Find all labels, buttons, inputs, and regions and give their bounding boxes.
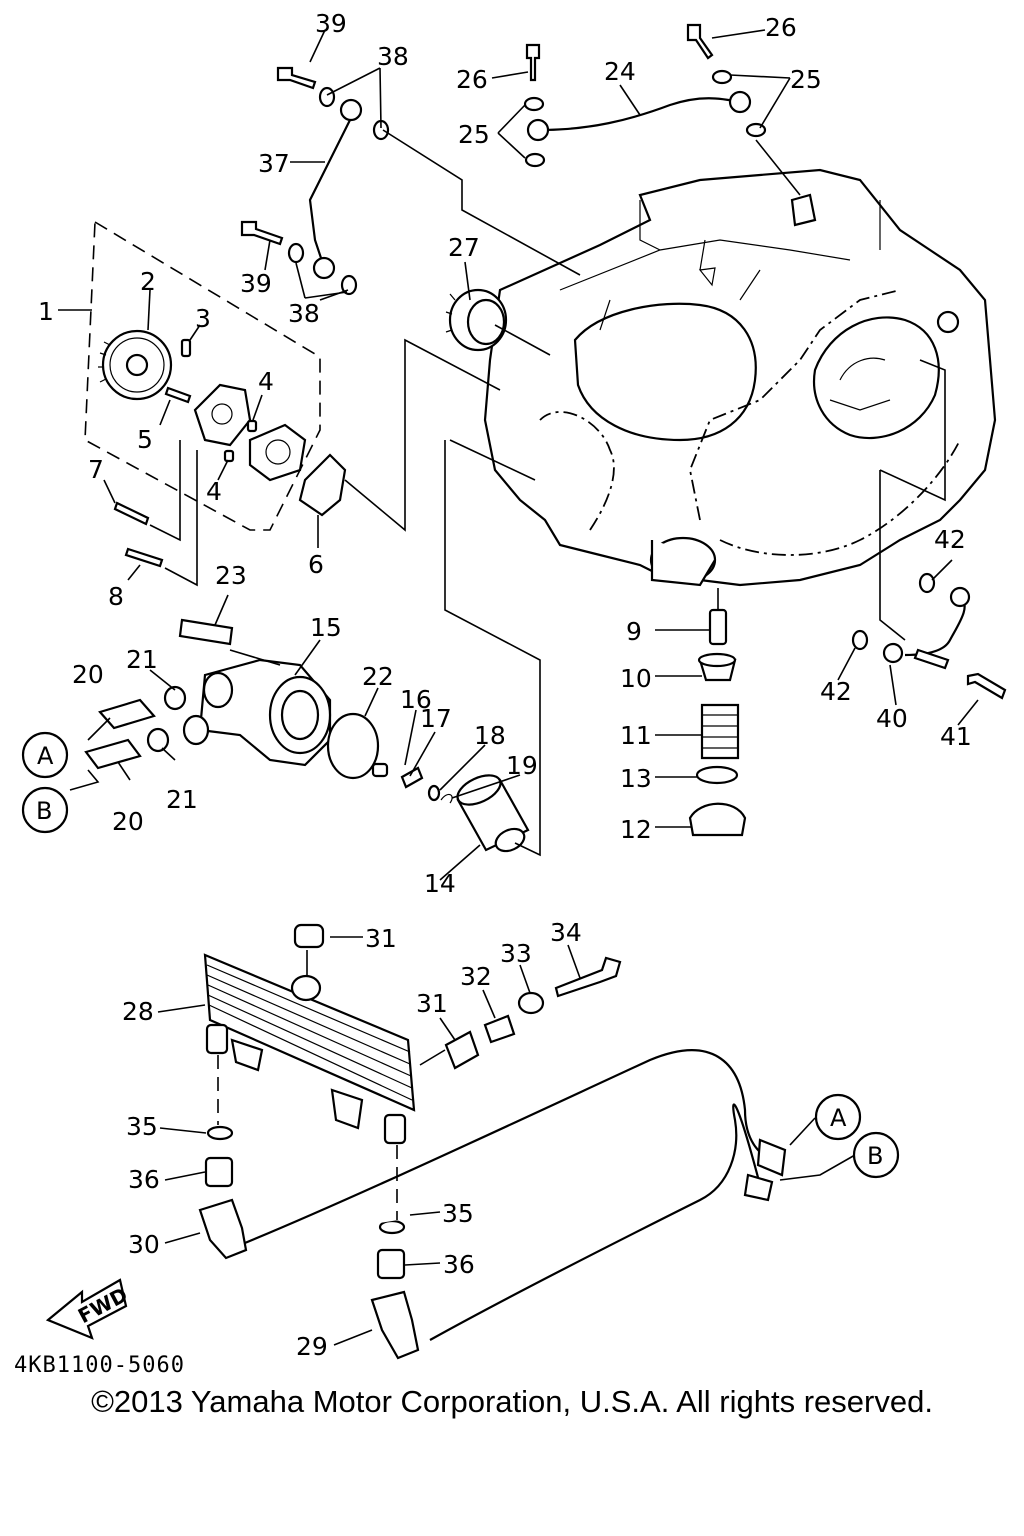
forward-arrow-icon: FWD: [45, 1278, 131, 1340]
reference-lines: [149, 129, 946, 1220]
delivery-pipe-37-drawing: [308, 98, 363, 280]
callout-21-upper: 21: [126, 645, 158, 674]
oil-pump-assembly: [84, 220, 321, 531]
callout-35-right: 35: [442, 1199, 474, 1228]
callout-16: 16: [400, 685, 432, 714]
callout-31-lower: 31: [416, 989, 448, 1018]
connector-a-bottom: A: [830, 1104, 847, 1132]
callout-25-right: 25: [790, 65, 822, 94]
callout-labels: 1 2 3 4 4 5 6 7 8 9 10 11 12 13 14 15 16…: [38, 9, 972, 1361]
callout-6: 6: [308, 550, 324, 579]
oil-cooler-drawing: [203, 923, 622, 1145]
crankcase-drawing: [483, 168, 997, 587]
callout-13: 13: [620, 764, 652, 793]
connector-a-top: A: [37, 742, 54, 770]
callout-28: 28: [122, 997, 154, 1026]
callout-42-lower: 42: [820, 677, 852, 706]
callout-36-left: 36: [128, 1165, 160, 1194]
copyright-notice: ©2013 Yamaha Motor Corporation, U.S.A. A…: [91, 1384, 933, 1419]
callout-24: 24: [604, 57, 636, 86]
callout-22: 22: [362, 662, 394, 691]
diagram-code: 4KB1100-5060: [14, 1353, 185, 1378]
callout-9: 9: [626, 617, 642, 646]
callout-18: 18: [474, 721, 506, 750]
callout-7: 7: [88, 455, 104, 484]
callout-14: 14: [424, 869, 456, 898]
callout-26-right: 26: [765, 13, 797, 42]
oil-pipe-40-drawing: [851, 572, 1007, 700]
callout-38-lower: 38: [288, 299, 320, 328]
callout-35-left: 35: [126, 1112, 158, 1141]
callout-3: 3: [195, 304, 211, 333]
callout-11: 11: [620, 721, 652, 750]
gear-27-drawing: [445, 288, 508, 352]
connector-b-top: B: [36, 797, 52, 825]
callout-8: 8: [108, 582, 124, 611]
delivery-pipe-24-drawing: [526, 90, 752, 142]
callout-4-lower: 4: [206, 477, 222, 506]
relief-valve-drawing: [688, 608, 747, 837]
callout-42-upper: 42: [934, 525, 966, 554]
callout-10: 10: [620, 664, 652, 693]
callout-12: 12: [620, 815, 652, 844]
callout-2: 2: [140, 267, 156, 296]
screw-7-drawing: [113, 501, 150, 526]
callout-26-left: 26: [456, 65, 488, 94]
callout-17: 17: [420, 704, 452, 733]
copper-washers-drawing: [287, 69, 767, 296]
callout-20-upper: 20: [72, 660, 104, 689]
cooler-seals-drawing: [204, 1125, 406, 1280]
callout-25-left: 25: [458, 120, 490, 149]
callout-5: 5: [137, 425, 153, 454]
callout-19: 19: [506, 751, 538, 780]
callout-33: 33: [500, 939, 532, 968]
callout-40: 40: [876, 704, 908, 733]
union-bolts-drawing: [240, 23, 714, 246]
callout-32: 32: [460, 962, 492, 991]
callout-39-lower: 39: [240, 269, 272, 298]
callout-31-upper: 31: [365, 924, 397, 953]
callout-34: 34: [550, 918, 582, 947]
callout-41: 41: [940, 722, 972, 751]
callout-39-upper: 39: [315, 9, 347, 38]
leader-lines: [58, 29, 979, 1346]
callout-30: 30: [128, 1230, 160, 1259]
callout-37: 37: [258, 149, 290, 178]
callout-23: 23: [215, 561, 247, 590]
connector-b-bottom: B: [867, 1142, 883, 1170]
callout-36-right: 36: [443, 1250, 475, 1279]
callout-29: 29: [296, 1332, 328, 1361]
callout-1: 1: [38, 297, 54, 326]
filter-housing-drawing: [84, 618, 453, 804]
screw-8-drawing: [124, 547, 164, 568]
callout-27: 27: [448, 233, 480, 262]
callout-38-upper: 38: [377, 42, 409, 71]
callout-15: 15: [310, 613, 342, 642]
callout-4-upper: 4: [258, 367, 274, 396]
callout-20-lower: 20: [112, 807, 144, 836]
connector-markers: A B A B: [21, 731, 900, 1179]
callout-21-lower: 21: [166, 785, 198, 814]
cooler-hoses-drawing: [198, 1049, 787, 1360]
oil-filter-drawing: [456, 774, 530, 853]
pump-gasket-drawing: [298, 453, 347, 517]
